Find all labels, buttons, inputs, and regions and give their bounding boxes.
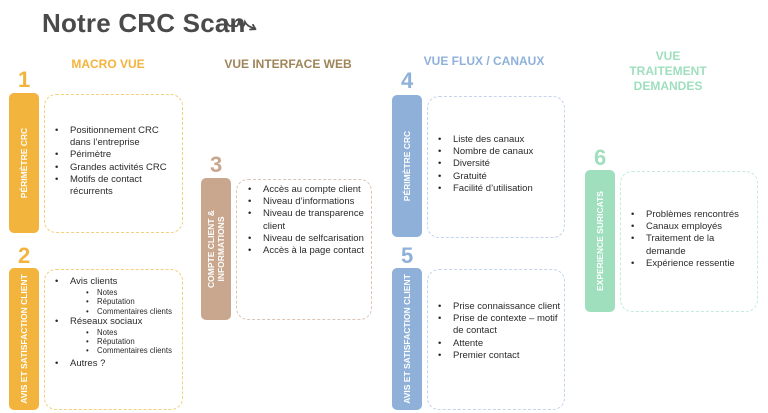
list-item-label: Avis clients bbox=[70, 276, 118, 287]
squiggle-arrow-icon bbox=[225, 19, 257, 31]
tab-experience-suricats-6: EXPERIENCE SURICATS bbox=[585, 170, 615, 312]
panel-section-3 bbox=[236, 179, 372, 320]
panel-section-6 bbox=[620, 171, 758, 312]
list-item: Grandes activités CRC bbox=[53, 162, 181, 174]
sub-list: Notes Réputation Commentaires clients bbox=[70, 288, 181, 316]
column-header-vue-traitement-demandes: VUE TRAITEMENT DEMANDES bbox=[629, 49, 707, 93]
list-section-4: Liste des canaux Nombre de canaux Divers… bbox=[436, 134, 562, 195]
list-item: Attente bbox=[436, 338, 562, 350]
panel-section-4 bbox=[427, 96, 565, 238]
list-item: Canaux employés bbox=[629, 221, 755, 233]
page-title: Notre CRC Scan bbox=[42, 8, 246, 38]
list-item: Réseaux sociaux Notes Réputation Comment… bbox=[53, 316, 181, 356]
list-item: Positionnement CRC dans l’entreprise bbox=[53, 125, 181, 149]
tab-label: AVIS ET SATISFACTION CLIENT bbox=[19, 274, 29, 404]
tab-label: EXPERIENCE SURICATS bbox=[595, 191, 605, 291]
tab-label: COMPTE CLIENT & INFORMATIONS bbox=[206, 210, 226, 288]
list-section-1: Positionnement CRC dans l’entreprise Pér… bbox=[53, 125, 181, 198]
section-number-5: 5 bbox=[401, 243, 414, 268]
tab-avis-satisfaction-client-2: AVIS ET SATISFACTION CLIENT bbox=[9, 268, 39, 410]
list-item: Périmètre bbox=[53, 149, 181, 161]
sub-list: Notes Réputation Commentaires clients bbox=[70, 328, 181, 356]
section-number-6: 6 bbox=[594, 145, 607, 170]
list-item: Niveau de transparence client bbox=[246, 208, 370, 232]
list-item: Premier contact bbox=[436, 350, 562, 362]
list-item: Autres ? bbox=[53, 358, 181, 370]
tab-label: PÉRIMÈTRE CRC bbox=[19, 127, 29, 199]
list-item: Diversité bbox=[436, 158, 562, 170]
panel-section-1 bbox=[44, 94, 183, 233]
sub-list-item: Réputation bbox=[70, 337, 181, 346]
tab-compte-client-informations-3: COMPTE CLIENT & INFORMATIONS bbox=[201, 178, 231, 320]
section-number-4: 4 bbox=[401, 68, 414, 93]
list-item: Problèmes rencontrés bbox=[629, 209, 755, 221]
panel-section-2 bbox=[44, 269, 183, 410]
sub-list-item: Notes bbox=[70, 328, 181, 337]
tab-label: PÉRIMÈTRE CRC bbox=[402, 130, 412, 202]
list-section-5: Prise connaissance client Prise de conte… bbox=[436, 301, 562, 362]
section-number-1: 1 bbox=[18, 67, 31, 92]
list-item: Nombre de canaux bbox=[436, 146, 562, 158]
list-item: Facilité d’utilisation bbox=[436, 183, 562, 195]
list-item: Prise de contexte – motif de contact bbox=[436, 313, 562, 337]
list-section-6: Problèmes rencontrés Canaux employés Tra… bbox=[629, 209, 755, 270]
tab-label: AVIS ET SATISFACTION CLIENT bbox=[402, 274, 412, 404]
list-item: Niveau d’informations bbox=[246, 196, 370, 208]
list-item: Motifs de contact récurrents bbox=[53, 174, 181, 198]
list-item: Liste des canaux bbox=[436, 134, 562, 146]
list-item: Traitement de la demande bbox=[629, 233, 755, 257]
list-item: Prise connaissance client bbox=[436, 301, 562, 313]
column-header-vue-interface-web: VUE INTERFACE WEB bbox=[224, 57, 352, 71]
sub-list-item: Réputation bbox=[70, 297, 181, 306]
tab-perimetre-crc-4: PÉRIMÈTRE CRC bbox=[392, 95, 422, 237]
list-section-2: Avis clients Notes Réputation Commentair… bbox=[53, 276, 181, 370]
tab-avis-satisfaction-client-5: AVIS ET SATISFACTION CLIENT bbox=[392, 268, 422, 410]
list-item: Niveau de selfcarisation bbox=[246, 233, 370, 245]
list-item: Accès à la page contact bbox=[246, 245, 370, 257]
sub-list-item: Notes bbox=[70, 288, 181, 297]
sub-list-item: Commentaires clients bbox=[70, 307, 181, 316]
panel-section-5 bbox=[427, 269, 565, 410]
tab-perimetre-crc-1: PÉRIMÈTRE CRC bbox=[9, 93, 39, 233]
list-item: Expérience ressentie bbox=[629, 258, 755, 270]
list-item: Avis clients Notes Réputation Commentair… bbox=[53, 276, 181, 316]
column-header-macro-vue: MACRO VUE bbox=[71, 57, 145, 71]
list-item: Accès au compte client bbox=[246, 184, 370, 196]
section-number-3: 3 bbox=[210, 152, 223, 177]
section-number-2: 2 bbox=[18, 243, 31, 268]
column-header-vue-flux-canaux: VUE FLUX / CANAUX bbox=[423, 54, 545, 68]
list-section-3: Accès au compte client Niveau d’informat… bbox=[246, 184, 370, 257]
sub-list-item: Commentaires clients bbox=[70, 346, 181, 355]
list-item-label: Réseaux sociaux bbox=[70, 315, 143, 327]
list-item: Gratuité bbox=[436, 171, 562, 183]
